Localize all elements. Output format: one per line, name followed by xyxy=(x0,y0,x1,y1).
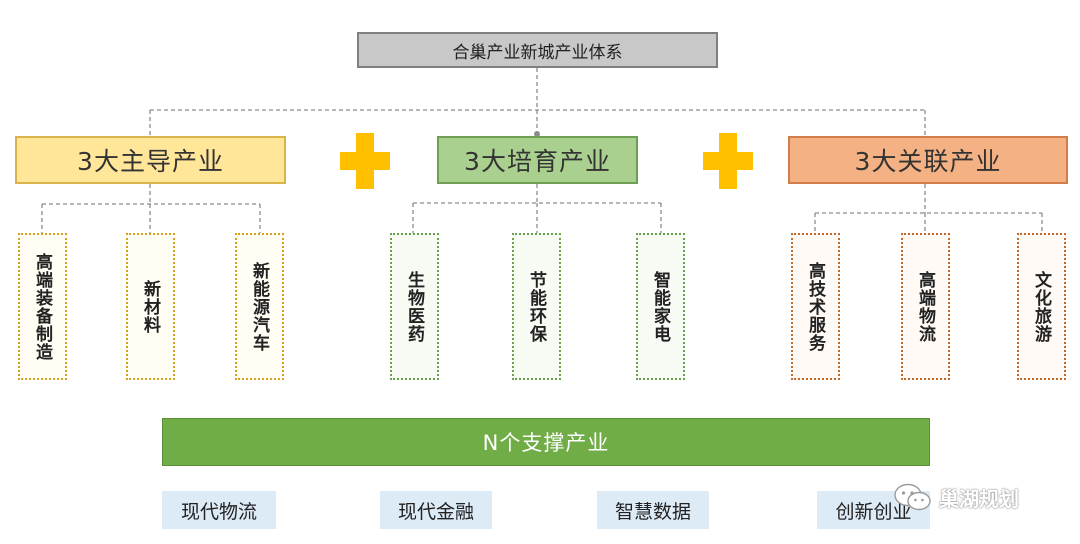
leaf-high-end-equipment: 高端装备制造 xyxy=(18,233,67,380)
leaf-label: 高技术服务 xyxy=(805,261,825,352)
support-label: N个支撑产业 xyxy=(482,431,610,455)
category-related-industries: 3大关联产业 xyxy=(788,136,1068,184)
leaf-high-tech-services: 高技术服务 xyxy=(791,233,840,380)
support-item-label: 现代金融 xyxy=(397,500,474,523)
leaf-label: 文化旅游 xyxy=(1031,270,1051,343)
root-node: 合巢产业新城产业体系 xyxy=(357,32,718,68)
support-item-smart-data: 智慧数据 xyxy=(597,491,709,529)
leaf-culture-tourism: 文化旅游 xyxy=(1017,233,1066,380)
support-industries-bar: N个支撑产业 xyxy=(162,418,930,466)
plus-icon xyxy=(340,133,390,189)
category-cultivated-industries: 3大培育产业 xyxy=(437,136,638,184)
root-title: 合巢产业新城产业体系 xyxy=(452,42,623,63)
category-primary-industries: 3大主导产业 xyxy=(15,136,286,184)
watermark-text: 巢湖规划 xyxy=(939,486,1019,511)
category-label: 3大主导产业 xyxy=(77,147,224,176)
support-item-logistics: 现代物流 xyxy=(162,491,276,529)
wechat-icon xyxy=(894,483,931,511)
leaf-label: 新材料 xyxy=(140,279,160,334)
leaf-label: 高端物流 xyxy=(915,270,935,343)
support-item-label: 现代物流 xyxy=(180,500,257,523)
category-label: 3大关联产业 xyxy=(854,147,1002,176)
leaf-energy-saving: 节能环保 xyxy=(512,233,561,380)
leaf-biomedicine: 生物医药 xyxy=(390,233,439,380)
support-item-finance: 现代金融 xyxy=(380,491,492,529)
support-item-label: 创新创业 xyxy=(835,500,912,523)
leaf-label: 智能家电 xyxy=(650,270,670,343)
leaf-label: 节能环保 xyxy=(526,270,546,343)
plus-icon xyxy=(703,133,753,189)
leaf-label: 高端装备制造 xyxy=(32,252,52,361)
leaf-label: 生物医药 xyxy=(404,270,424,343)
support-item-label: 智慧数据 xyxy=(614,500,691,523)
leaf-label: 新能源汽车 xyxy=(249,261,269,352)
leaf-high-end-logistics: 高端物流 xyxy=(901,233,950,380)
watermark: 巢湖规划 xyxy=(893,480,1019,514)
leaf-smart-appliances: 智能家电 xyxy=(636,233,685,380)
leaf-new-materials: 新材料 xyxy=(126,233,175,380)
leaf-new-energy-vehicles: 新能源汽车 xyxy=(235,233,284,380)
category-label: 3大培育产业 xyxy=(464,147,611,176)
support-item-innovation: 创新创业 xyxy=(817,491,930,529)
